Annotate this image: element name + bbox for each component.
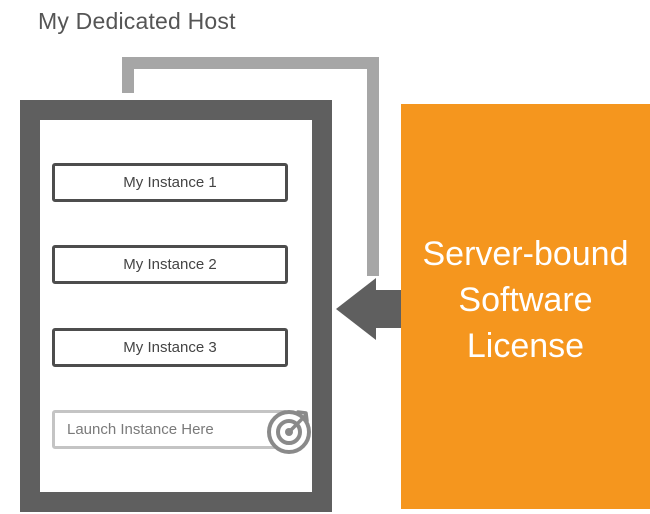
launch-instance-label: Launch Instance Here [67, 421, 214, 438]
arrow-shaft [376, 290, 402, 328]
instance-2-box[interactable]: My Instance 2 [52, 245, 288, 284]
target-icon [267, 410, 311, 454]
arrow-head [336, 278, 376, 340]
license-line-3: License [466, 326, 585, 365]
license-line-1: Server-bound [422, 234, 629, 273]
license-line-2: Software [458, 280, 593, 319]
license-text: Server-bound Software License [422, 231, 628, 369]
diagram-title: My Dedicated Host [38, 8, 236, 34]
launch-instance-slot[interactable]: Launch Instance Here [52, 410, 288, 449]
instance-1-box[interactable]: My Instance 1 [52, 163, 288, 202]
instance-1-label: My Instance 1 [123, 174, 217, 191]
instance-3-label: My Instance 3 [123, 339, 217, 356]
license-box: Server-bound Software License [401, 104, 650, 509]
instance-2-label: My Instance 2 [123, 256, 217, 273]
instance-3-box[interactable]: My Instance 3 [52, 328, 288, 367]
